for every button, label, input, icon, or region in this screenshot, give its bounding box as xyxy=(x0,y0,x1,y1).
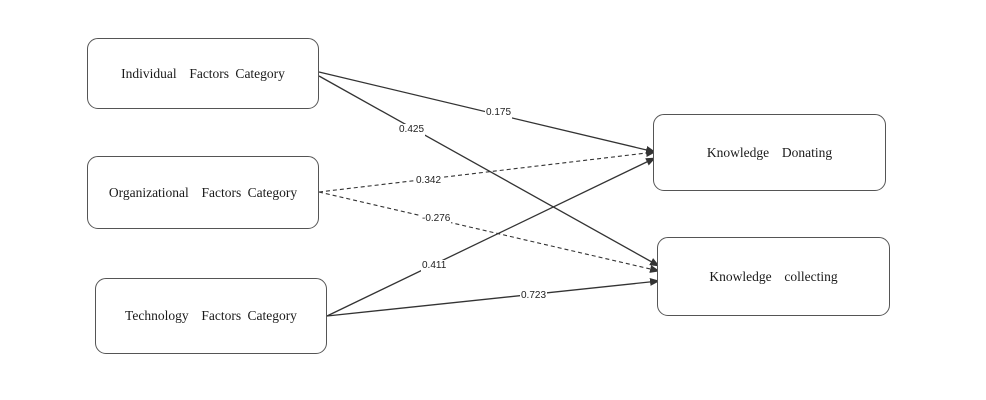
organizational-factors-label: Organizational Factors Category xyxy=(108,184,298,200)
path-organizational-to-collecting xyxy=(318,191,660,273)
coefficient-technology-collecting: 0.723 xyxy=(520,290,548,302)
path-individual-to-collecting xyxy=(318,75,660,267)
individual-factors-label: Individual Factors Category xyxy=(121,65,285,81)
path-technology-to-donating xyxy=(326,157,656,317)
coefficient-organizational-donating: 0.342 xyxy=(415,175,443,187)
knowledge-donating-label: Knowledge Donating xyxy=(706,144,833,160)
path-organizational-to-donating xyxy=(318,149,656,193)
organizational-factors-box: Organizational Factors Category xyxy=(87,156,319,229)
coefficient-individual-collecting: 0.425 xyxy=(398,124,426,136)
coefficient-organizational-collecting: -0.276 xyxy=(421,213,452,225)
coefficient-individual-donating: 0.175 xyxy=(485,107,513,119)
path-technology-to-collecting xyxy=(326,277,660,317)
individual-factors-box: Individual Factors Category xyxy=(87,38,319,109)
technology-factors-box: Technology Factors Category xyxy=(95,278,327,354)
knowledge-collecting-label: Knowledge collecting xyxy=(709,268,838,284)
technology-factors-label: Technology Factors Category xyxy=(125,308,297,323)
knowledge-collecting-box: Knowledge collecting xyxy=(657,237,890,316)
knowledge-donating-box: Knowledge Donating xyxy=(653,114,886,191)
coefficient-technology-donating: 0.411 xyxy=(421,260,448,272)
